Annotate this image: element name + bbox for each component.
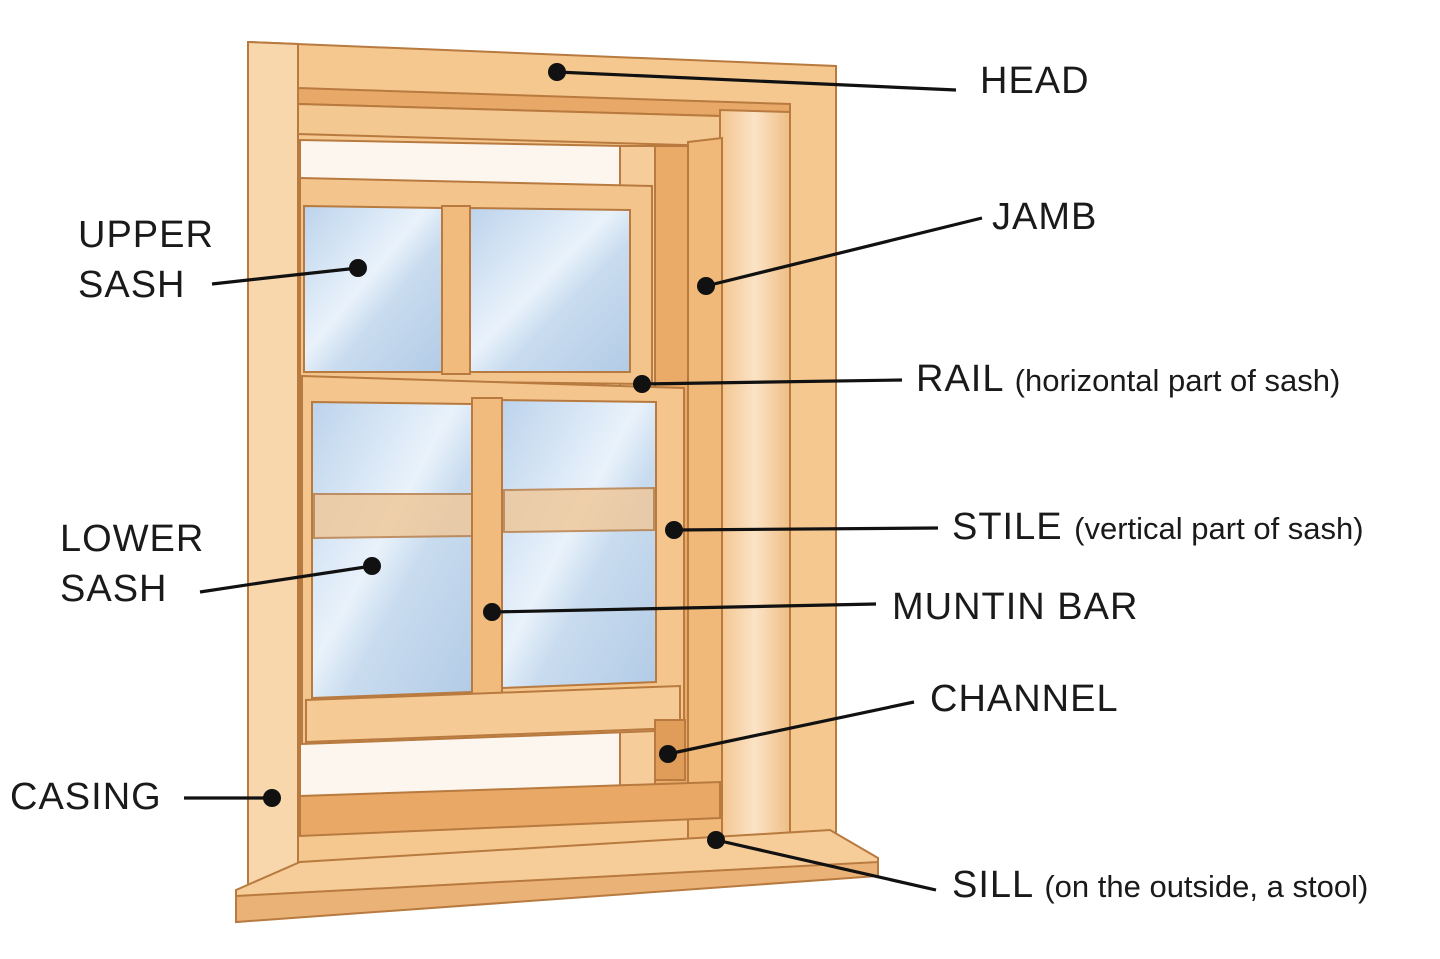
casing-label: CASING (10, 772, 162, 822)
upper-sash-dot (349, 259, 367, 277)
stile-label-text: STILE (952, 506, 1063, 548)
lower-sash-pointer-line (199, 564, 373, 594)
jamb-shape (719, 108, 791, 844)
lower-sash-label-line2: SASH (60, 568, 168, 610)
pointer-dots (263, 63, 725, 849)
sill-dot (707, 831, 725, 849)
lower-sash-pane-left (311, 400, 473, 700)
casing-left-strip (247, 40, 299, 897)
head-label-text: HEAD (980, 60, 1090, 102)
upper-sash-muntin (441, 205, 471, 375)
muntin-bar-label: MUNTIN BAR (892, 582, 1138, 632)
lower-sash-muntin (471, 397, 503, 698)
channel-pointer-line (667, 700, 915, 756)
rail-dot (633, 375, 651, 393)
upper-sash-label-line1: UPPER (78, 214, 214, 256)
muntin-bar-dot (483, 603, 501, 621)
channel-label: CHANNEL (930, 674, 1119, 724)
sill-label-text: SILL (952, 864, 1033, 906)
jamb-label-text: JAMB (992, 196, 1098, 238)
lower-sash-pane-right (501, 398, 657, 690)
lower-sash-reflection-left (313, 493, 473, 540)
stile-dot (665, 521, 683, 539)
sill-label: SILL (on the outside, a stool) (952, 860, 1368, 912)
jamb-dot (697, 277, 715, 295)
rail-pointer-line (641, 378, 903, 386)
head-dot (548, 63, 566, 81)
upper-sash (299, 176, 653, 386)
stile-label-note: (vertical part of sash) (1074, 511, 1364, 546)
rail-label: RAIL (horizontal part of sash) (916, 354, 1340, 406)
jamb-inner-face (687, 136, 723, 848)
head-pointer-line (556, 70, 957, 92)
upper-sash-label-line2: SASH (78, 264, 186, 306)
muntin-bar-label-text: MUNTIN BAR (892, 586, 1139, 628)
rail-label-note: (horizontal part of sash) (1014, 363, 1341, 398)
channel-label-text: CHANNEL (930, 678, 1119, 720)
muntin-bar-pointer-line (491, 602, 877, 614)
jamb-label: JAMB (992, 192, 1097, 242)
lower-sash-label: LOWER SASH (60, 514, 204, 614)
casing-label-text: CASING (10, 776, 162, 818)
casing-dot (263, 789, 281, 807)
head-label: HEAD (980, 56, 1090, 106)
lower-sill-band (299, 780, 721, 838)
rail-label-text: RAIL (916, 358, 1004, 400)
upper-sash-pane-left (303, 204, 443, 373)
jamb-pointer-line (705, 216, 983, 288)
stile-label: STILE (vertical part of sash) (952, 502, 1364, 554)
lower-sash-label-line1: LOWER (60, 518, 205, 560)
upper-sash-label: UPPER SASH (78, 210, 214, 310)
upper-sash-pointer-line (211, 266, 359, 286)
sill-label-note: (on the outside, a stool) (1044, 869, 1369, 904)
lower-sash-dot (363, 557, 381, 575)
lower-sash-reflection-right (503, 486, 655, 534)
upper-sash-pane-right (469, 206, 631, 373)
pointer-lines (184, 70, 983, 892)
lower-sash (301, 374, 685, 746)
stile-pointer-line (673, 526, 939, 532)
channel-dot (659, 745, 677, 763)
sill-pointer-line (715, 838, 937, 892)
